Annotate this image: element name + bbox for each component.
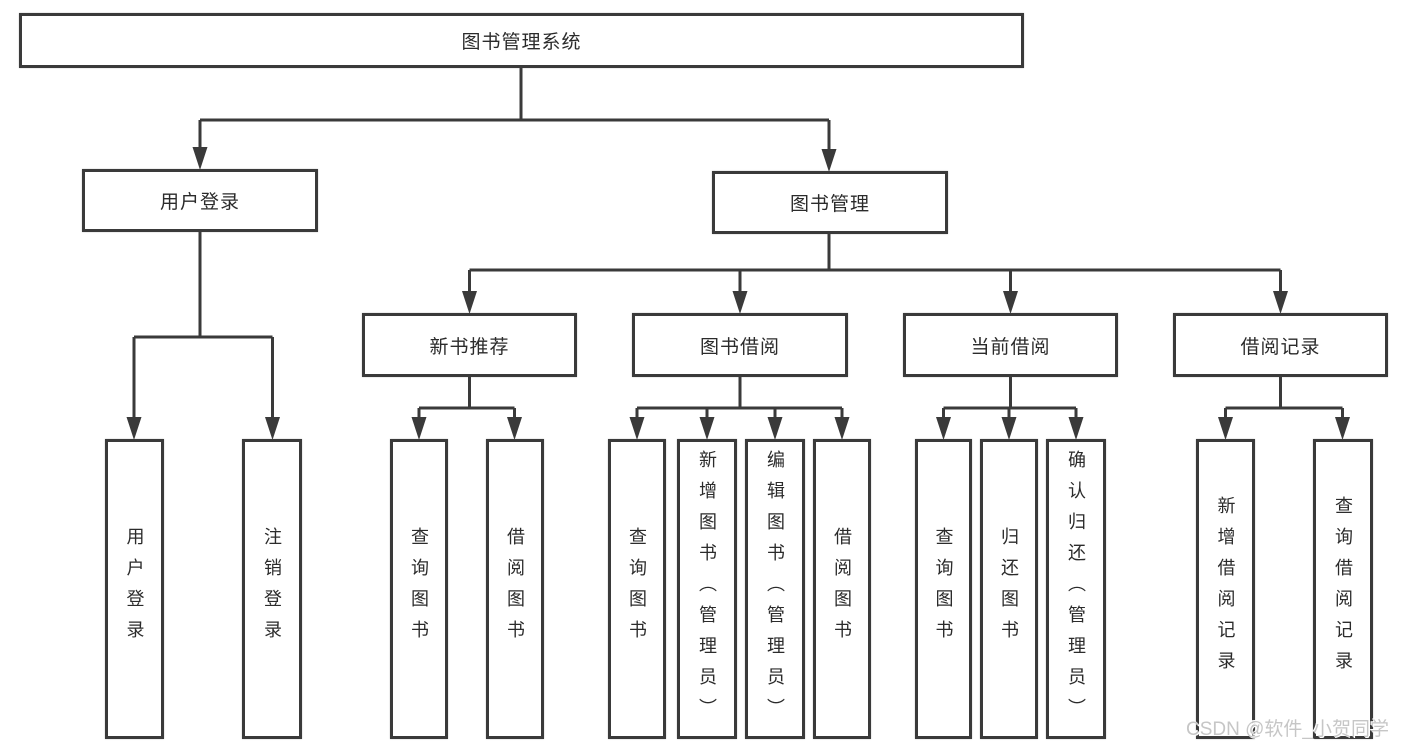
leaf-add-books-admin-label: 新增图书（管理员） <box>697 449 717 729</box>
leaf-add-books-admin: 新增图书（管理员） <box>677 439 737 739</box>
leaf-query-books-current: 查询图书 <box>915 439 972 739</box>
leaf-confirm-return-admin: 确认归还（管理员） <box>1046 439 1106 739</box>
leaf-query-books-recommend: 查询图书 <box>390 439 448 739</box>
leaf-edit-books-admin-label: 编辑图书（管理员） <box>765 449 785 729</box>
leaf-borrow-books-label: 借阅图书 <box>832 527 852 651</box>
leaf-add-borrow-record: 新增借阅记录 <box>1196 439 1255 739</box>
leaf-query-borrow-record: 查询借阅记录 <box>1313 439 1373 739</box>
node-new-book-recommend-label: 新书推荐 <box>429 336 510 358</box>
node-book-borrowing: 图书借阅 <box>632 313 848 377</box>
leaf-user-login-label: 用户登录 <box>124 527 145 651</box>
node-new-book-recommend: 新书推荐 <box>362 313 577 377</box>
node-current-borrowing: 当前借阅 <box>903 313 1118 377</box>
node-book-borrowing-label: 图书借阅 <box>699 336 780 358</box>
leaf-query-books-current-label: 查询图书 <box>933 527 954 651</box>
node-borrowing-records: 借阅记录 <box>1173 313 1388 377</box>
node-book-management: 图书管理 <box>712 171 948 234</box>
leaf-logout: 注销登录 <box>242 439 302 739</box>
node-current-borrowing-label: 当前借阅 <box>970 336 1051 358</box>
leaf-query-books-recommend-label: 查询图书 <box>409 527 429 651</box>
watermark: CSDN @软件_小贺同学 <box>1186 719 1389 740</box>
node-book-management-label: 图书管理 <box>789 194 870 215</box>
leaf-query-books-borrowing: 查询图书 <box>608 439 666 739</box>
connector-lines <box>132 68 1344 421</box>
leaf-borrow-books: 借阅图书 <box>813 439 871 739</box>
node-root-label: 图书管理系统 <box>461 32 582 53</box>
leaf-logout-label: 注销登录 <box>262 527 282 651</box>
node-root-system: 图书管理系统 <box>19 13 1024 68</box>
leaf-query-books-borrowing-label: 查询图书 <box>627 527 647 651</box>
leaf-user-login: 用户登录 <box>105 439 164 739</box>
leaf-confirm-return-admin-label: 确认归还（管理员） <box>1066 449 1086 729</box>
leaf-add-borrow-record-label: 新增借阅记录 <box>1215 496 1236 682</box>
leaf-return-books-label: 归还图书 <box>999 527 1019 651</box>
leaf-return-books: 归还图书 <box>980 439 1038 739</box>
node-user-login: 用户登录 <box>82 169 318 232</box>
leaf-query-borrow-record-label: 查询借阅记录 <box>1333 496 1353 682</box>
leaf-borrow-books-recommend: 借阅图书 <box>486 439 544 739</box>
leaf-edit-books-admin: 编辑图书（管理员） <box>745 439 805 739</box>
node-borrowing-records-label: 借阅记录 <box>1240 336 1321 358</box>
leaf-borrow-books-recommend-label: 借阅图书 <box>505 527 525 651</box>
connector-arrowheads <box>126 147 1350 440</box>
node-user-login-label: 用户登录 <box>159 192 240 213</box>
